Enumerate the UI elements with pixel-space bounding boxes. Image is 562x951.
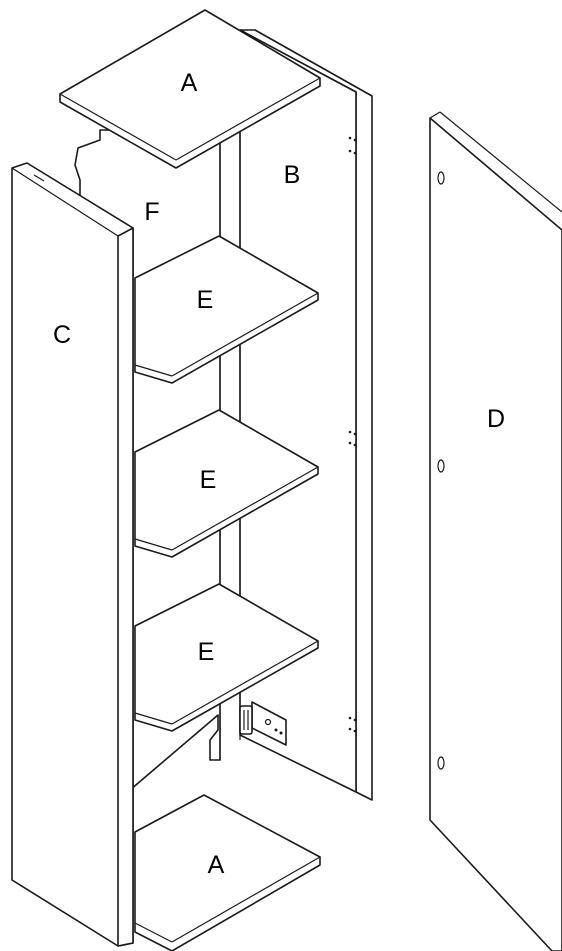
door-hinge-hole-bottom — [437, 756, 445, 770]
hinge-holes-bottom — [348, 716, 357, 733]
left-side-panel — [11, 162, 134, 947]
label-right-side: B — [284, 161, 301, 189]
door-hinge-hole-middle — [437, 459, 445, 473]
hinge-holes-top — [348, 136, 357, 155]
shelf-2 — [134, 409, 319, 558]
right-side-panel — [239, 29, 373, 801]
bottom-panel — [134, 794, 321, 951]
hinge-holes-middle — [348, 430, 357, 447]
top-panel — [59, 9, 321, 169]
hinge-icon — [239, 701, 287, 746]
label-shelf-1: E — [197, 286, 214, 314]
door-hinge-hole-top — [437, 171, 445, 185]
label-back-panel: F — [144, 198, 159, 226]
label-shelf-2: E — [200, 466, 217, 494]
label-bottom-panel: A — [208, 851, 225, 879]
label-shelf-3: E — [198, 638, 215, 666]
label-left-side: C — [53, 321, 71, 349]
shelf-3 — [134, 583, 319, 732]
door-panel — [429, 111, 562, 951]
label-door: D — [487, 405, 505, 433]
shelf-1 — [134, 235, 319, 384]
label-top-panel: A — [181, 69, 198, 97]
